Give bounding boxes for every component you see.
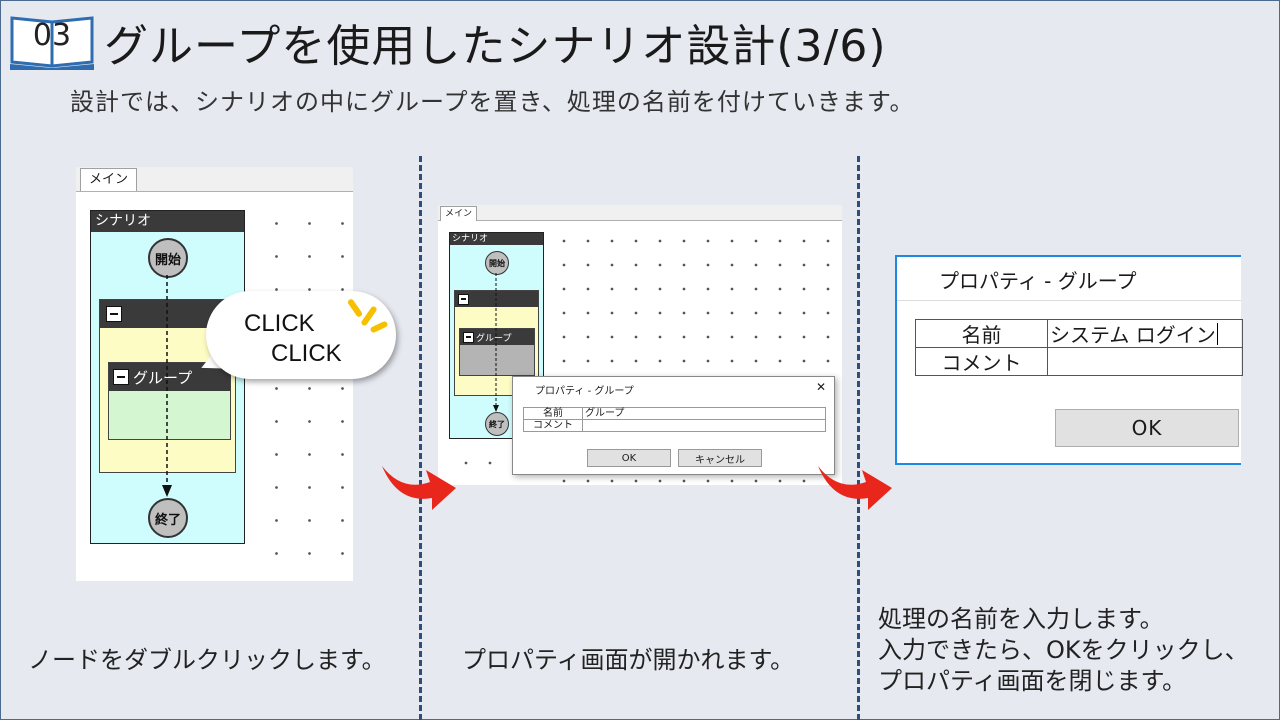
step1-flow-arrow [162,275,172,497]
step2-scenario-header: シナリオ [450,233,543,245]
step2-end-node[interactable]: 終了 [485,412,509,436]
red-curved-arrow-icon [818,466,892,510]
step2-flow-arrow [493,273,499,412]
step1-end-node[interactable]: 終了 [148,498,188,538]
step1-tab-main[interactable]: メイン [80,168,138,191]
minus-box-icon[interactable] [113,369,129,385]
step2-subgroup-header: グループ [460,329,534,345]
step2-property-dialog: プロパティ - グループ ✕ 名前 グループ コメント OK キャンセル [512,376,835,475]
bubble-text-1: CLICK [244,310,315,337]
section-number: 03 [32,17,72,53]
step3-caption-line-1: 処理の名前を入力します。 [878,605,1164,633]
minus-box-icon[interactable] [106,306,122,322]
step1-start-node[interactable]: 開始 [148,238,188,278]
step3-property-dialog: プロパティ - グループ 名前 システム ログイン コメント OK [895,255,1243,465]
step3-ok-button[interactable]: OK [1055,409,1239,447]
step3-caption-line-2: 入力できたら、OKをクリックし、 [878,636,1249,664]
divider-right [857,156,860,720]
step1-subgroup-header: グループ [109,363,230,391]
step3-dialog-title: プロパティ - グループ [939,269,1137,293]
step1-subgroup-label: グループ [133,368,193,387]
step3-name-field[interactable]: システム ログイン [1047,319,1243,348]
step3-title-divider [897,300,1241,301]
book-icon [10,16,94,70]
step3-name-value: システム ログイン [1050,323,1216,347]
step3-name-label: 名前 [915,319,1048,348]
step3-caption: 処理の名前を入力します。 入力できたら、OKをクリックし、 プロパティ画面を閉じ… [878,604,1249,697]
red-curved-arrow-icon [382,466,456,510]
step1-subgroup-node[interactable]: グループ [108,362,231,440]
bubble-text-2: CLICK [271,340,342,367]
step2-tabbar: メイン [438,205,842,221]
step1-grid-dots [256,207,351,579]
step2-caption: プロパティ画面が開かれます。 [462,646,795,674]
divider-left [419,156,422,720]
step2-subgroup-label: グループ [476,333,512,344]
step1-tabbar: メイン [76,167,353,192]
step2-tab-main[interactable]: メイン [440,206,478,221]
click-bubble [206,291,396,379]
page-title: グループを使用したシナリオ設計(3/6) [104,21,887,72]
step3-comment-label: コメント [915,347,1048,376]
step1-grid-dots-bottom [86,557,351,579]
step3-comment-field[interactable] [1047,347,1243,376]
minus-box-icon[interactable] [458,293,469,305]
step2-dialog-title: プロパティ - グループ [535,386,634,397]
page-subtitle: 設計では、シナリオの中にグループを置き、処理の名前を付けていきます。 [70,88,915,116]
step2-subgroup-node[interactable]: グループ [459,328,535,376]
close-icon[interactable]: ✕ [816,380,827,394]
step3-caption-line-3: プロパティ画面を閉じます。 [878,667,1187,695]
step1-scenario-header: シナリオ [91,211,244,232]
step2-start-node[interactable]: 開始 [485,251,509,275]
step2-comment-label: コメント [523,419,583,432]
step2-cancel-button[interactable]: キャンセル [678,449,762,467]
step1-caption: ノードをダブルクリックします。 [28,646,386,674]
step2-comment-field[interactable] [582,419,826,432]
step2-ok-button[interactable]: OK [587,449,671,467]
minus-box-icon[interactable] [463,331,474,343]
